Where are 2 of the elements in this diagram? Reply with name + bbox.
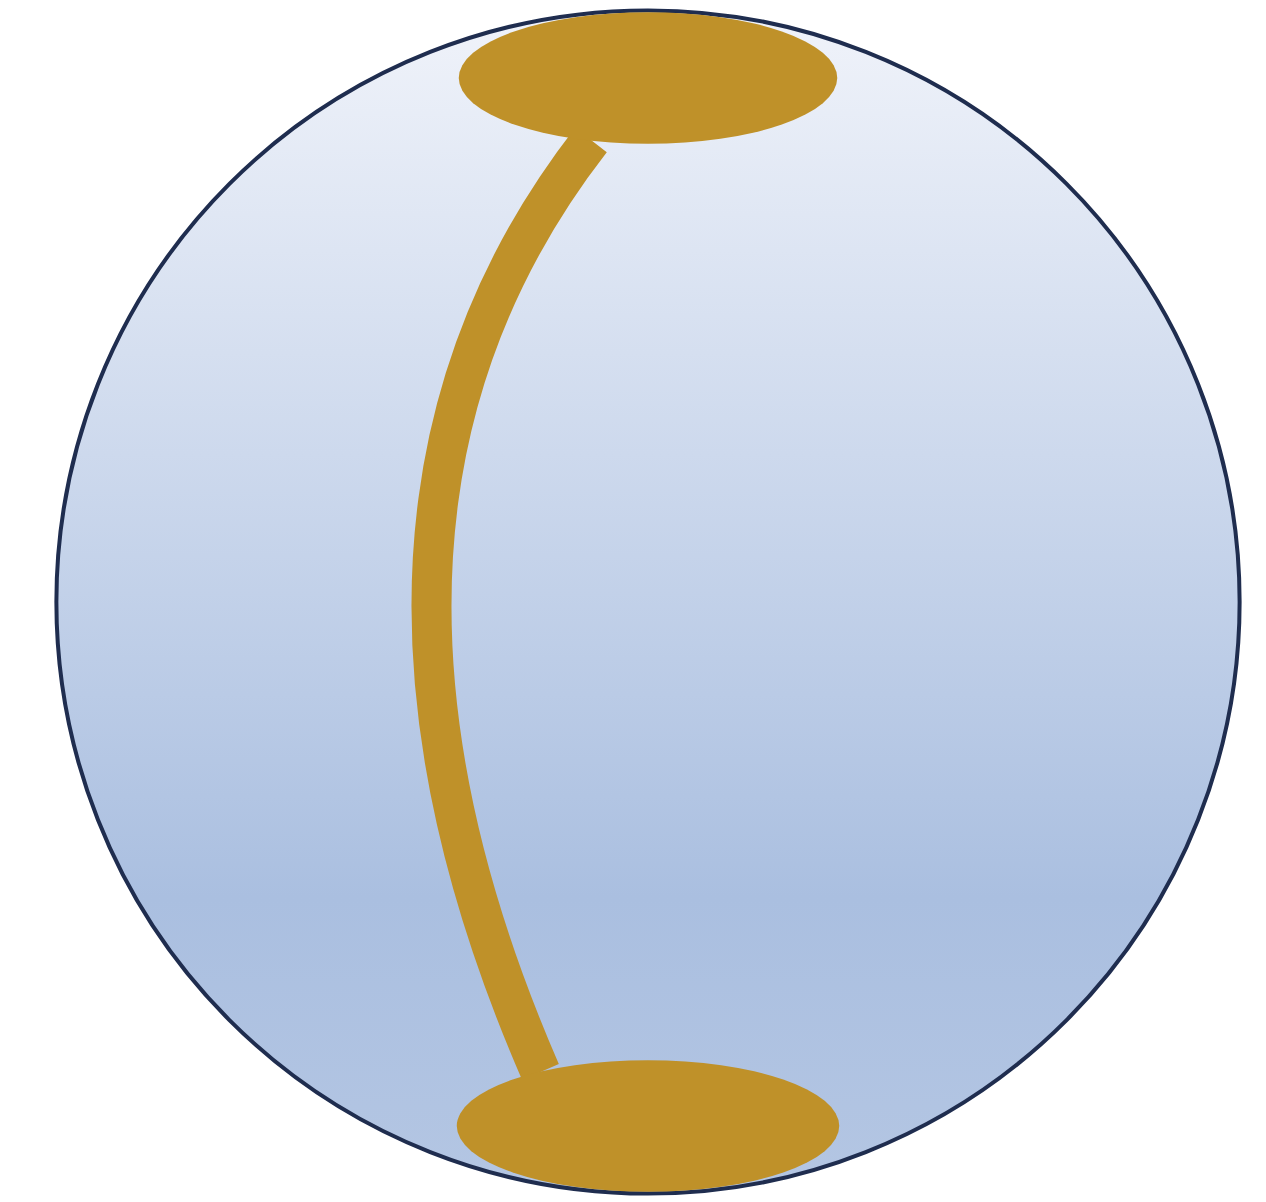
pole-disc: [458, 12, 838, 144]
pole-disc: [456, 1060, 840, 1192]
